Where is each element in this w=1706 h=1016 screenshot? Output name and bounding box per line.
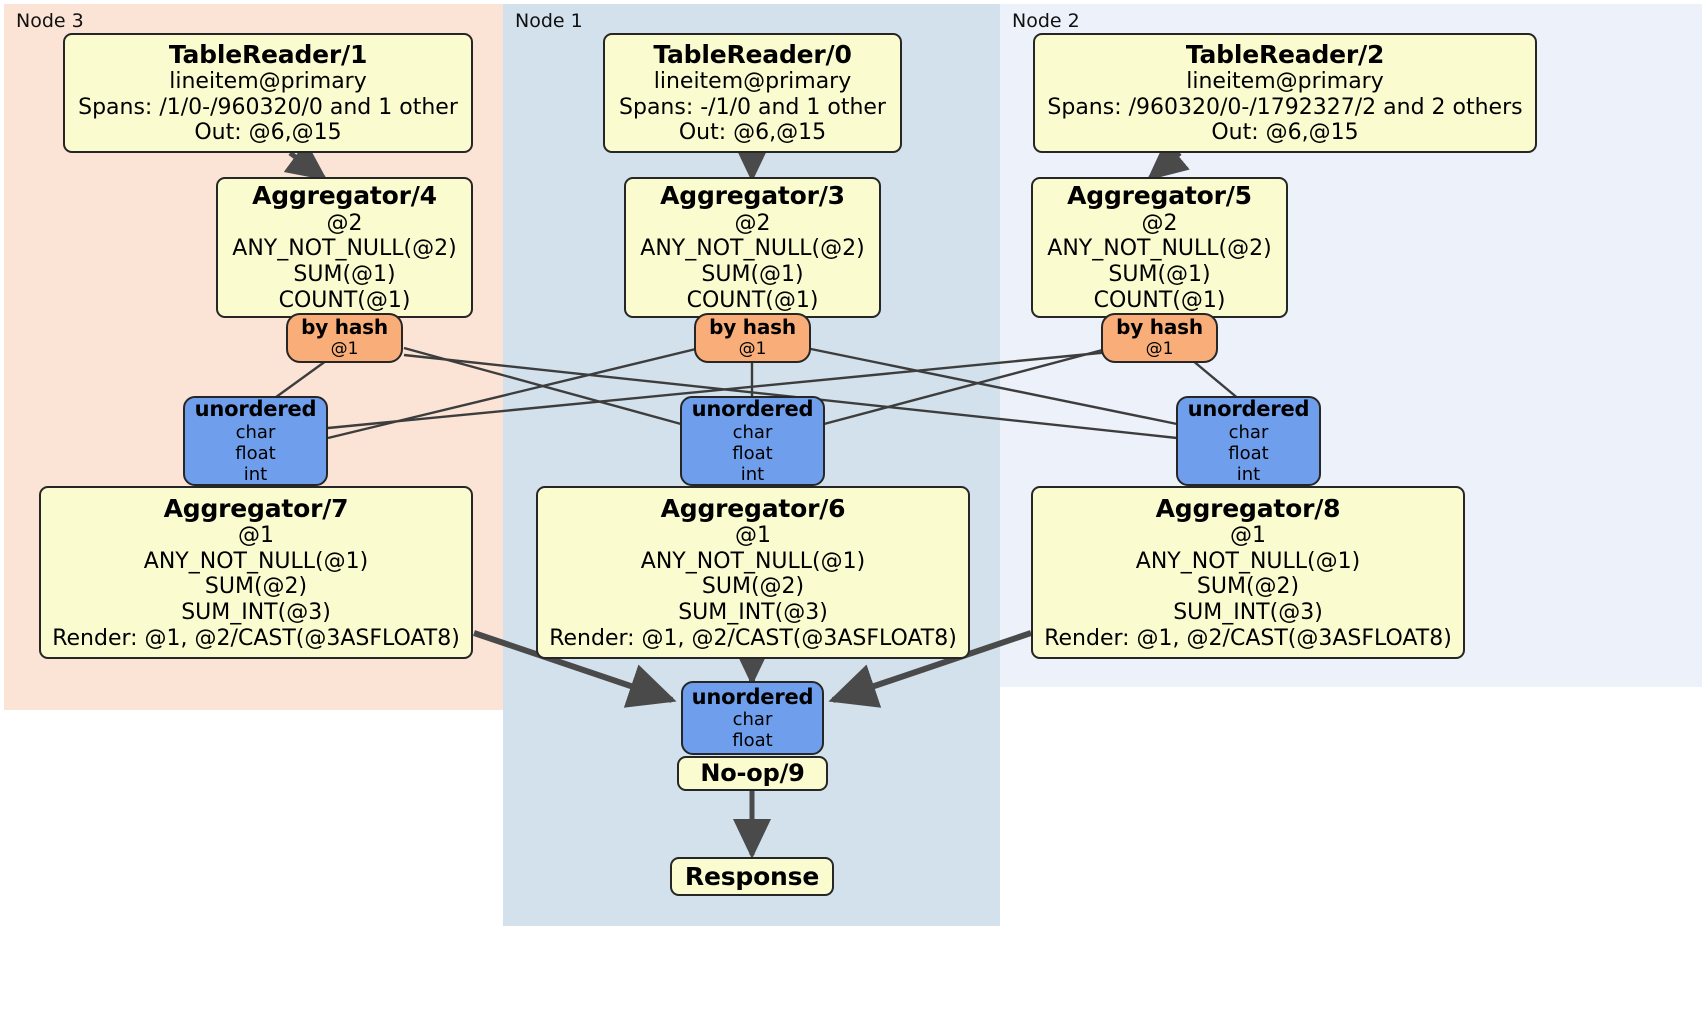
receiver-unordered-final-type-1: char [732,709,773,731]
aggregator-8-group: @1 [1230,522,1266,548]
table-reader-2-spans: Spans: /960320/0-/1792327/2 and 2 others [1047,94,1523,120]
aggregator-6-group: @1 [735,522,771,548]
aggregator-6-box[interactable]: Aggregator/6 @1 ANY_NOT_NULL(@1) SUM(@2)… [536,486,970,659]
receiver-unordered-8-type-3: int [1236,463,1261,485]
router-by-hash-3-title: by hash [709,315,796,340]
aggregator-7-func-3: SUM_INT(@3) [181,599,331,625]
receiver-unordered-8-type-1: char [1228,421,1269,443]
table-reader-2-box[interactable]: TableReader/2 lineitem@primary Spans: /9… [1033,33,1537,153]
table-reader-1-out: Out: @6,@15 [194,120,342,146]
aggregator-6-func-2: SUM(@2) [701,574,805,600]
response-box[interactable]: Response [670,857,834,896]
no-op-9-title: No-op/9 [700,759,805,788]
router-by-hash-4-detail: @1 [330,338,359,359]
receiver-unordered-8[interactable]: unordered char float int [1176,396,1321,486]
aggregator-4-box[interactable]: Aggregator/4 @2 ANY_NOT_NULL(@2) SUM(@1)… [216,177,473,318]
aggregator-6-func-1: ANY_NOT_NULL(@1) [640,548,866,574]
receiver-unordered-7-type-3: int [243,463,268,485]
router-by-hash-4-title: by hash [301,315,388,340]
aggregator-6-render: Render: @1, @2/CAST(@3ASFLOAT8) [549,625,957,651]
receiver-unordered-6[interactable]: unordered char float int [680,396,825,486]
aggregator-5-box[interactable]: Aggregator/5 @2 ANY_NOT_NULL(@2) SUM(@1)… [1031,177,1288,318]
aggregator-7-func-2: SUM(@2) [204,574,308,600]
aggregator-7-box[interactable]: Aggregator/7 @1 ANY_NOT_NULL(@1) SUM(@2)… [39,486,473,659]
aggregator-5-title: Aggregator/5 [1067,181,1252,211]
aggregator-8-func-2: SUM(@2) [1196,574,1300,600]
aggregator-4-func-2: SUM(@1) [293,262,396,288]
aggregator-5-func-2: SUM(@1) [1108,262,1211,288]
table-reader-1-box[interactable]: TableReader/1 lineitem@primary Spans: /1… [63,33,473,153]
aggregator-7-title: Aggregator/7 [163,493,349,523]
table-reader-2-out: Out: @6,@15 [1211,120,1359,146]
router-by-hash-3[interactable]: by hash @1 [694,313,811,363]
panel-node-2-label: Node 2 [1012,10,1080,32]
aggregator-4-title: Aggregator/4 [252,181,437,211]
router-by-hash-5[interactable]: by hash @1 [1101,313,1218,363]
receiver-unordered-7-type-2: float [235,442,276,464]
receiver-unordered-7-type-1: char [235,421,276,443]
response-title: Response [684,861,820,891]
receiver-unordered-final-type-2: float [732,730,773,752]
aggregator-5-group: @2 [1141,210,1178,236]
receiver-unordered-8-type-2: float [1228,442,1269,464]
receiver-unordered-final[interactable]: unordered char float [681,681,824,755]
router-by-hash-5-detail: @1 [1145,338,1174,359]
panel-node-1-label: Node 1 [515,10,583,32]
table-reader-0-title: TableReader/0 [653,39,852,69]
aggregator-7-func-1: ANY_NOT_NULL(@1) [143,548,369,574]
aggregator-4-func-1: ANY_NOT_NULL(@2) [232,236,457,262]
aggregator-7-render: Render: @1, @2/CAST(@3ASFLOAT8) [52,625,460,651]
aggregator-3-box[interactable]: Aggregator/3 @2 ANY_NOT_NULL(@2) SUM(@1)… [624,177,881,318]
aggregator-5-func-1: ANY_NOT_NULL(@2) [1047,236,1272,262]
receiver-unordered-7-title: unordered [194,397,317,422]
aggregator-3-group: @2 [734,210,771,236]
router-by-hash-5-title: by hash [1116,315,1203,340]
receiver-unordered-6-title: unordered [691,397,814,422]
receiver-unordered-6-type-3: int [740,463,765,485]
table-reader-0-spans: Spans: -/1/0 and 1 other [619,94,886,120]
aggregator-4-group: @2 [326,210,363,236]
aggregator-3-func-2: SUM(@1) [701,262,804,288]
table-reader-0-table: lineitem@primary [653,69,852,95]
table-reader-2-title: TableReader/2 [1185,39,1385,69]
receiver-unordered-6-type-2: float [732,442,773,464]
aggregator-6-func-3: SUM_INT(@3) [678,599,828,625]
aggregator-8-title: Aggregator/8 [1155,493,1341,523]
panel-node-3-label: Node 3 [16,10,84,32]
aggregator-8-render: Render: @1, @2/CAST(@3ASFLOAT8) [1044,625,1452,651]
aggregator-7-group: @1 [238,522,274,548]
aggregator-6-title: Aggregator/6 [660,493,846,523]
table-reader-1-title: TableReader/1 [168,39,368,69]
table-reader-1-spans: Spans: /1/0-/960320/0 and 1 other [78,94,458,120]
aggregator-5-func-3: COUNT(@1) [1093,287,1226,313]
aggregator-8-func-3: SUM_INT(@3) [1173,599,1323,625]
no-op-9-box[interactable]: No-op/9 [677,756,828,791]
table-reader-0-box[interactable]: TableReader/0 lineitem@primary Spans: -/… [603,33,902,153]
receiver-unordered-6-type-1: char [732,421,773,443]
table-reader-1-table: lineitem@primary [169,69,367,95]
receiver-unordered-7[interactable]: unordered char float int [183,396,328,486]
table-reader-2-table: lineitem@primary [1186,69,1384,95]
aggregator-8-box[interactable]: Aggregator/8 @1 ANY_NOT_NULL(@1) SUM(@2)… [1031,486,1465,659]
aggregator-3-func-1: ANY_NOT_NULL(@2) [640,236,865,262]
receiver-unordered-final-title: unordered [691,684,814,709]
aggregator-3-title: Aggregator/3 [660,181,845,211]
aggregator-4-func-3: COUNT(@1) [278,287,411,313]
aggregator-8-func-1: ANY_NOT_NULL(@1) [1135,548,1361,574]
router-by-hash-4[interactable]: by hash @1 [286,313,403,363]
router-by-hash-3-detail: @1 [738,338,767,359]
table-reader-0-out: Out: @6,@15 [678,120,827,146]
receiver-unordered-8-title: unordered [1187,397,1310,422]
aggregator-3-func-3: COUNT(@1) [686,287,819,313]
